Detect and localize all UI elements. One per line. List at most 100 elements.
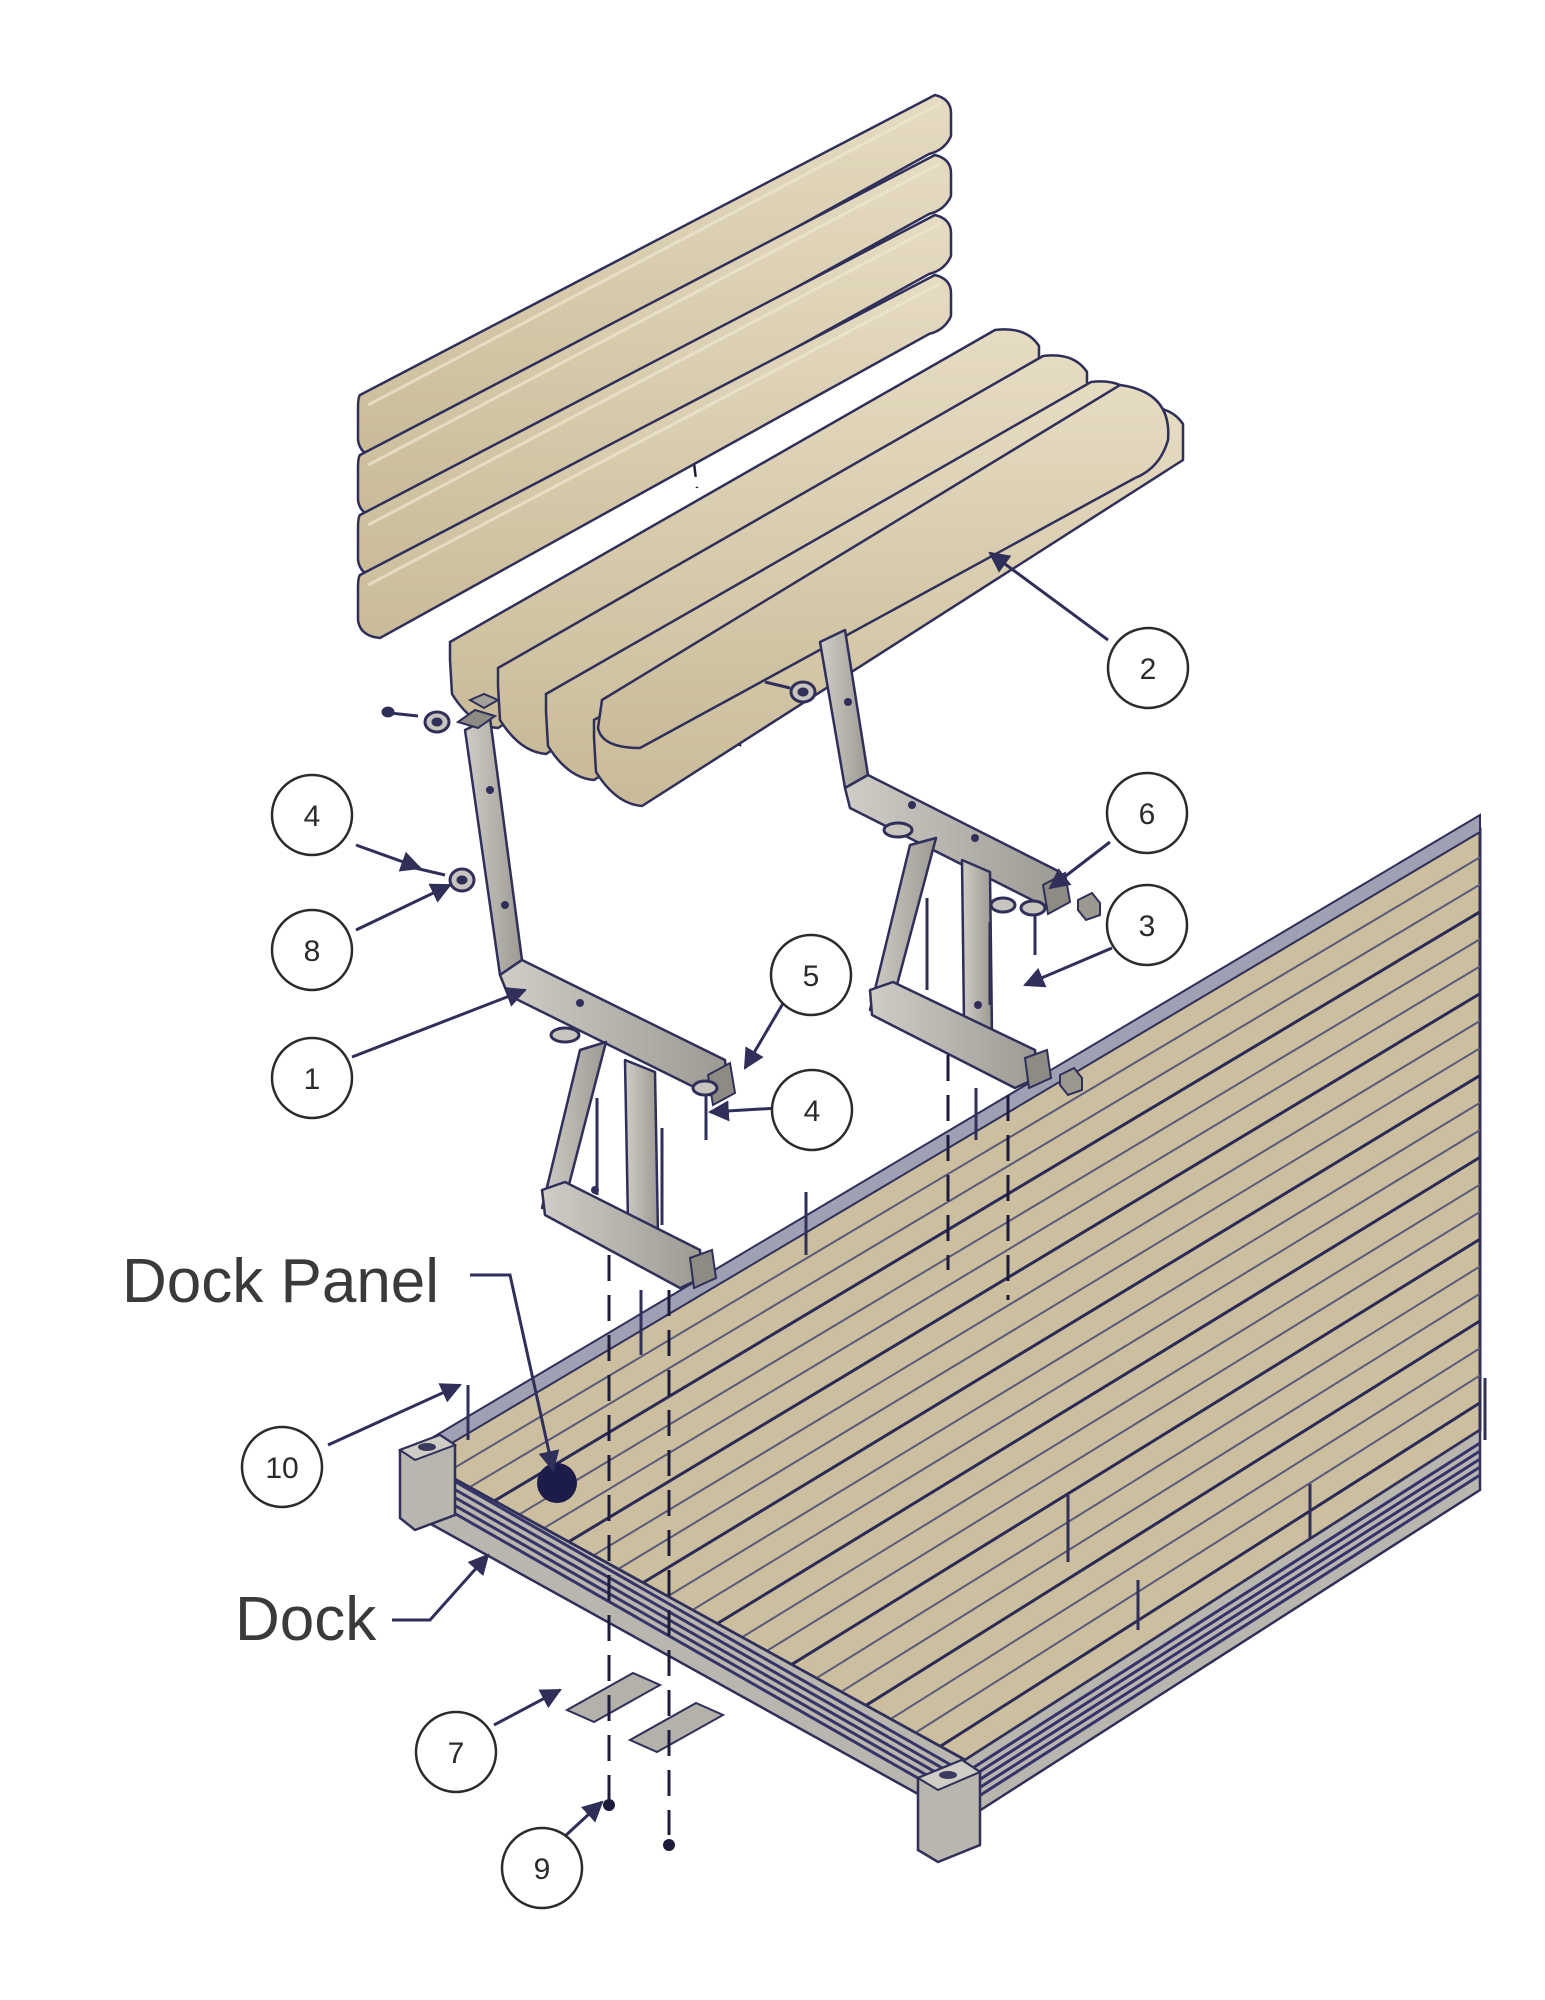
deck-slat-line: [469, 883, 1481, 1489]
backrest-slat-highlight: [367, 281, 942, 587]
leader-3: [1023, 946, 1113, 988]
deck-screws: [1066, 1378, 1487, 1630]
svg-text:2: 2: [1140, 653, 1157, 686]
leader-dock-panel: [470, 1273, 560, 1473]
dock-corner-cap-left: [397, 1433, 458, 1532]
frame-left-leg-upright: [623, 1058, 660, 1237]
front-rail-stripe: [439, 1479, 966, 1783]
dock-panel-label: Dock Panel: [122, 1247, 439, 1316]
svg-text:7: 7: [448, 1737, 465, 1770]
front-rail-stripe: [439, 1495, 966, 1799]
alignment-lines: [607, 1055, 1010, 1835]
backrest-slat: [356, 273, 953, 640]
mounting-plate-right: [627, 1701, 726, 1754]
svg-text:4: 4: [304, 800, 321, 833]
deck-slat-line: [592, 1020, 1481, 1557]
callout-10: 10: [240, 1425, 324, 1509]
svg-text:5: 5: [803, 960, 820, 993]
right-rail-stripe: [964, 1457, 1481, 1791]
leader-4a: [355, 843, 422, 872]
dock-front-rail-stripes: [439, 1471, 966, 1807]
callout-7: 7: [414, 1710, 498, 1794]
callout-4-right: 4: [770, 1068, 854, 1152]
callout-9: 9: [500, 1826, 584, 1910]
svg-text:3: 3: [1139, 910, 1156, 943]
svg-text:9: 9: [534, 1853, 551, 1886]
callout-3: 3: [1105, 883, 1189, 967]
bottom-bolts: [603, 1799, 675, 1851]
deck-slat-line: [543, 965, 1481, 1530]
backrest-slat-highlight: [367, 101, 942, 407]
deck-slat-line: [815, 1265, 1481, 1680]
dock: [397, 813, 1487, 1864]
dock-deck-slats: [444, 856, 1481, 1748]
svg-text:8: 8: [304, 935, 321, 968]
seat-front-slat: [596, 383, 1170, 750]
bench-backrest: [356, 93, 953, 640]
mounting-plates: [564, 1671, 726, 1754]
bench-seat: [448, 328, 1185, 808]
leader-4b: [707, 1100, 779, 1122]
backrest-slat-highlight: [367, 221, 942, 527]
deck-slat-line: [939, 1401, 1481, 1748]
backrest-slat: [356, 153, 953, 520]
frame-right-arm: [843, 773, 1064, 908]
deck-slat-line: [890, 1347, 1481, 1720]
leader-7: [493, 1688, 562, 1727]
deck-slat-line: [741, 1183, 1481, 1639]
front-rail-stripe: [439, 1487, 966, 1791]
leader-2: [988, 551, 1109, 642]
deck-slat-line: [766, 1210, 1481, 1652]
bench-frame-right: [818, 628, 1101, 1097]
svg-text:4: 4: [804, 1095, 821, 1128]
dock-deck-surface: [416, 827, 1482, 1762]
deck-slat-line: [691, 1129, 1481, 1611]
frame-right-foot: [868, 980, 1039, 1090]
callout-5: 5: [769, 933, 853, 1017]
deck-slat-line: [667, 1101, 1481, 1598]
deck-slat-line: [716, 1155, 1481, 1625]
frame-left-foot: [540, 1180, 704, 1290]
mounting-plate-left: [564, 1671, 663, 1724]
right-rail-stripe: [964, 1441, 1481, 1775]
front-rail-stripe: [439, 1471, 966, 1775]
callout-2: 2: [1106, 626, 1190, 710]
callout-1: 1: [270, 1036, 354, 1120]
deck-slat-line: [790, 1237, 1481, 1666]
front-rail-stripe: [439, 1503, 966, 1807]
backrest-slat: [356, 93, 953, 460]
deck-slat-line: [493, 910, 1481, 1503]
deck-slat-line: [840, 1292, 1481, 1693]
dock-label: Dock: [235, 1585, 377, 1654]
svg-text:1: 1: [304, 1063, 321, 1096]
right-rail-stripe: [964, 1473, 1481, 1807]
leader-1: [351, 987, 527, 1059]
deck-slat-line: [518, 938, 1481, 1516]
leader-arrows: [327, 551, 1113, 1840]
leader-6: [1048, 840, 1111, 890]
leader-dock: [392, 1553, 490, 1622]
deck-slat-line: [567, 992, 1481, 1544]
dock-panel-marker: [537, 1463, 577, 1503]
frame-left-arm: [498, 958, 730, 1097]
callout-8: 8: [270, 908, 354, 992]
leader-5: [743, 999, 787, 1070]
leader-10: [327, 1383, 462, 1447]
deck-slat-line: [444, 856, 1481, 1475]
leader-9: [561, 1800, 604, 1840]
hardware: [381, 680, 1047, 1440]
callout-6: 6: [1105, 771, 1189, 855]
bench-frame-left: [455, 692, 737, 1290]
deck-slat-line: [642, 1074, 1481, 1585]
dock-right-rail-stripes: [964, 1441, 1481, 1807]
svg-text:10: 10: [265, 1452, 298, 1485]
callout-4-left: 4: [270, 773, 354, 857]
deck-slat-line: [865, 1319, 1481, 1707]
right-rail-stripe: [964, 1465, 1481, 1799]
deck-slat-line: [914, 1374, 1481, 1734]
leader-8: [355, 883, 452, 932]
svg-text:6: 6: [1139, 798, 1156, 831]
dock-corner-cap-right: [915, 1758, 983, 1864]
right-rail-stripe: [964, 1449, 1481, 1783]
frame-left-back-post: [463, 716, 524, 977]
